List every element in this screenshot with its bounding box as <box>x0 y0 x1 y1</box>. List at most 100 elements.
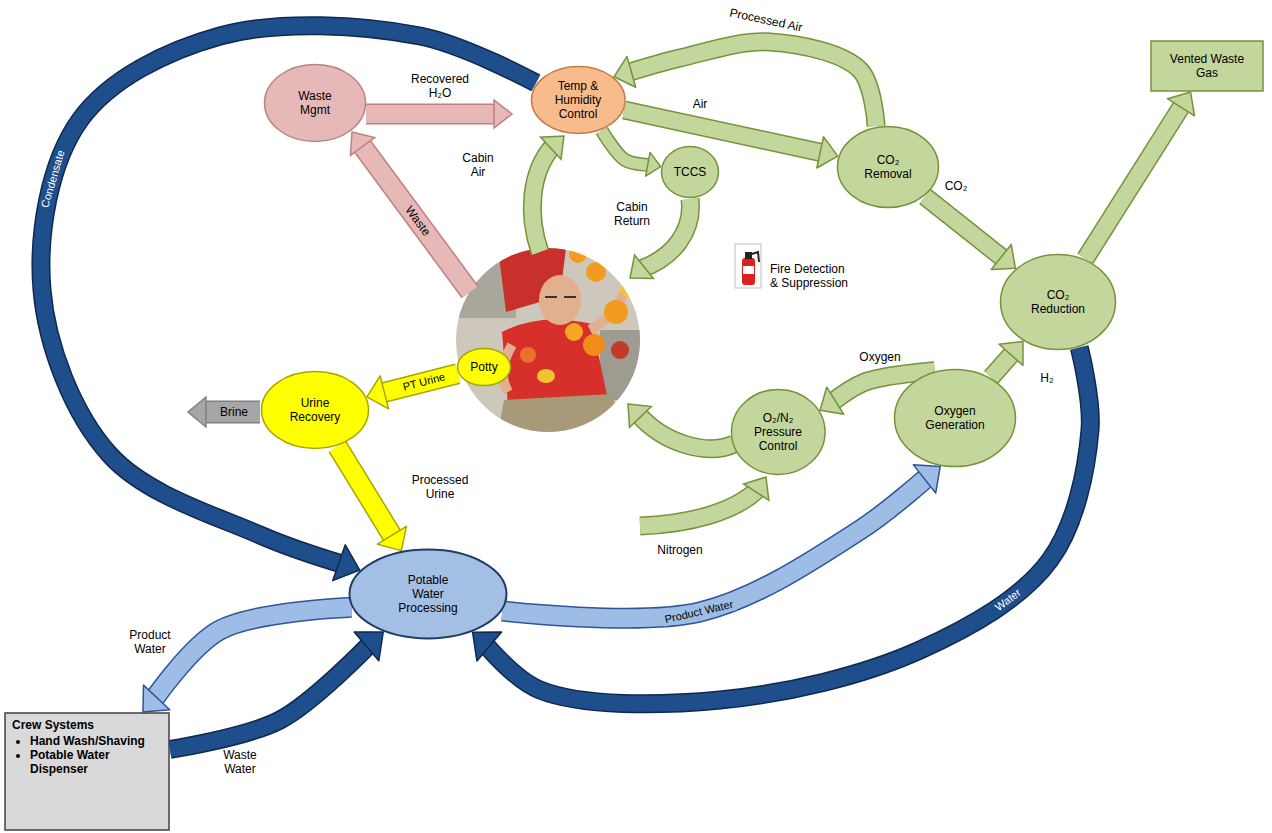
arrow-outline <box>203 401 260 424</box>
arrow-body <box>360 143 470 292</box>
fruit <box>569 245 587 263</box>
process-circle: Potable Water Processing <box>348 548 508 640</box>
arrow-body <box>624 42 876 126</box>
process-circle: Temp & Humidity Control <box>530 65 627 135</box>
process-circle: CO₂ Reduction <box>999 253 1117 351</box>
arrow-head <box>820 387 844 414</box>
arrow-outline <box>602 130 653 165</box>
list-item: Hand Wash/Shaving <box>30 734 158 748</box>
node-label: Waste Mgmt <box>290 89 340 117</box>
pressure-return-arrow <box>628 404 734 449</box>
astronaut-head <box>539 275 581 325</box>
node-label: Urine Recovery <box>285 396 345 424</box>
flow-arrow <box>337 447 406 551</box>
node-label: Vented Waste Gas <box>1162 52 1252 80</box>
fire-extinguisher-icon <box>735 244 761 288</box>
arrow-head <box>991 244 1015 269</box>
arrow-outline <box>624 110 827 154</box>
annotation: Recovered H₂O <box>408 72 472 100</box>
fruit <box>537 369 555 383</box>
crew-systems-box: Crew SystemsHand Wash/ShavingPotable Wat… <box>4 712 170 831</box>
ellipse-shape <box>731 390 825 475</box>
arrow-head <box>646 152 661 176</box>
list-item: Potable Water Dispenser <box>30 748 158 776</box>
ellipse-shape <box>458 349 511 386</box>
arrow-body <box>41 26 536 566</box>
fruit <box>604 300 628 324</box>
flow-arrow <box>614 42 876 126</box>
ellipse-shape <box>895 370 1016 467</box>
process-circle: Waste Mgmt <box>263 63 367 143</box>
flow-arrow <box>624 110 838 168</box>
ellipse-shape <box>262 372 369 449</box>
flow-arrow <box>473 348 1091 704</box>
box-shape <box>5 713 169 830</box>
flow-arrow <box>602 130 661 176</box>
arrow-body <box>624 110 827 154</box>
arrow-outline <box>170 641 373 750</box>
arrow-head <box>541 136 564 159</box>
node-label: CO₂ Removal <box>858 153 918 181</box>
ellipse-shape <box>350 550 507 639</box>
flow-label: Air <box>693 97 708 111</box>
flow-label: Oxygen <box>859 350 900 364</box>
node-label: Oxygen Generation <box>920 404 990 432</box>
node-label: CO₂ Reduction <box>1026 288 1090 316</box>
node-label: Temp & Humidity Control <box>548 79 608 121</box>
arrow-head <box>1167 92 1194 116</box>
arrow-body <box>170 641 373 750</box>
arrow-outline <box>640 489 758 526</box>
fruit <box>586 262 606 282</box>
arrow-head <box>999 341 1023 365</box>
crew-photo <box>456 245 640 432</box>
flow-label: CO₂ <box>945 179 968 193</box>
ellipse-shape <box>531 67 625 134</box>
process-circle: TCCS <box>660 145 720 199</box>
flow-arrow <box>991 341 1023 377</box>
arrow-outline <box>41 26 536 566</box>
flow-label: Processed Urine <box>409 473 471 501</box>
node-label: Potty <box>470 360 497 374</box>
fruit <box>520 347 536 363</box>
box-shape <box>1151 41 1263 91</box>
nitrogen-arrow <box>640 477 769 526</box>
arrow-head <box>143 685 170 712</box>
arrow-outline <box>483 348 1091 704</box>
photo-background <box>456 248 640 432</box>
arrow-outline <box>925 196 1007 261</box>
ellipse-shape <box>662 147 719 198</box>
item-list: Hand Wash/ShavingPotable Water Dispenser <box>12 734 158 776</box>
flow-arrow <box>170 632 383 749</box>
annotation: Fire Detection & Suppression <box>770 262 854 290</box>
astronaut-pants <box>498 394 624 432</box>
arrow-outline <box>641 199 690 269</box>
annotation: Nitrogen <box>657 543 702 557</box>
process-circle: Urine Recovery <box>260 370 370 450</box>
flow-arrow <box>1085 92 1194 259</box>
recovered-water-arrow <box>366 100 512 128</box>
process-circle: CO₂ Removal <box>836 125 940 209</box>
fruit <box>611 341 629 359</box>
arrow-head <box>744 477 769 500</box>
extinguisher-valve <box>745 252 752 259</box>
arrow-body <box>502 474 930 618</box>
arrow-body <box>640 489 758 526</box>
extinguisher-hose <box>752 252 759 262</box>
arrow-outline <box>337 447 395 542</box>
arrow-head <box>913 465 940 493</box>
fruit <box>565 323 583 341</box>
process-circle: Oxygen Generation <box>893 368 1017 468</box>
flow-label: Processed Air <box>728 5 803 34</box>
arrow-body <box>532 146 553 252</box>
arrow-head <box>367 376 389 409</box>
arrow-head <box>817 137 838 168</box>
glasses <box>545 296 576 298</box>
flow-label: Waste Water <box>218 748 262 776</box>
process-circle: O₂/N₂ Pressure Control <box>730 388 827 476</box>
cabin-air-arrow <box>532 136 564 252</box>
box-heading: Crew Systems <box>12 718 158 732</box>
arrow-body <box>366 105 497 123</box>
arrow-outline <box>624 42 876 126</box>
process-circle: Potty <box>456 347 512 387</box>
